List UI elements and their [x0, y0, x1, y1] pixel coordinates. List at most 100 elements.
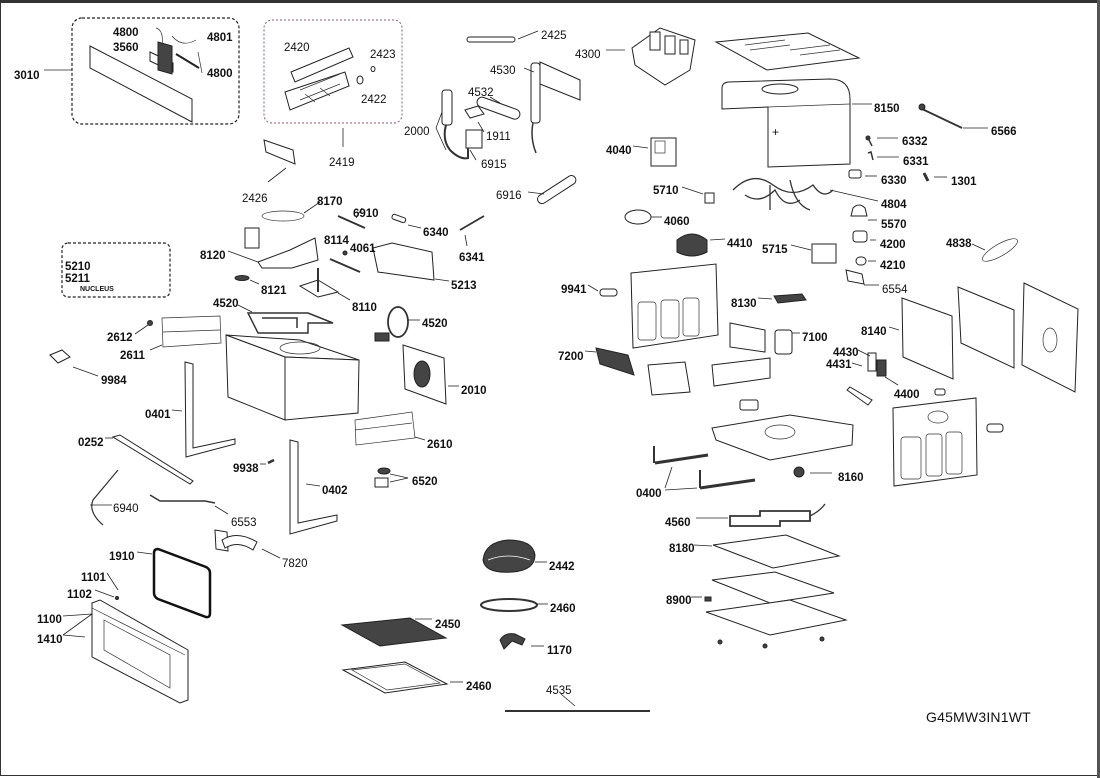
part-label-6910: 6910 — [353, 208, 379, 220]
part-label-6340: 6340 — [423, 227, 449, 239]
part-label-8150: 8150 — [874, 103, 900, 115]
part-label-4061: 4061 — [350, 243, 376, 255]
part-label-0401: 0401 — [145, 409, 171, 421]
part-label-7100: 7100 — [802, 332, 828, 344]
heater-4560-part — [729, 503, 826, 527]
part-label-4838: 4838 — [946, 238, 972, 250]
part-label-2420: 2420 — [284, 42, 310, 54]
part-label-4410: 4410 — [727, 238, 753, 250]
part-8900 — [704, 596, 712, 602]
rack-support-2610-part — [354, 411, 416, 446]
rod-2425-part — [466, 36, 516, 43]
part-8120 — [257, 237, 319, 269]
bracket-lower-part — [711, 357, 771, 387]
ring-2460-part — [480, 598, 538, 612]
magnetron-4040-part — [650, 137, 677, 167]
part-label-6554: 6554 — [882, 284, 908, 296]
control-panel-group-box — [71, 17, 240, 125]
valve-4300-part — [631, 27, 696, 86]
small-vent-part — [374, 332, 390, 342]
door-gasket-1910-part — [152, 547, 212, 619]
rear-panel-center-part — [630, 263, 719, 349]
part-4060 — [624, 209, 652, 225]
part-label-4800: 4800 — [207, 68, 233, 80]
part-label-2422: 2422 — [361, 94, 387, 106]
part-7200 — [595, 347, 635, 376]
top-plate-part — [714, 32, 861, 71]
part-label-7200: 7200 — [558, 351, 584, 363]
part-8130 — [773, 293, 807, 304]
part-label-4200: 4200 — [880, 239, 906, 251]
part-9941 — [599, 288, 618, 297]
part-label-0400: 0400 — [636, 488, 662, 500]
part-label-8170: 8170 — [317, 196, 343, 208]
part-label-4431: 4431 — [826, 359, 852, 371]
base-plate-part — [705, 599, 848, 636]
part-label-2423: 2423 — [370, 49, 396, 61]
part-label-4530: 4530 — [490, 65, 516, 77]
part-5710 — [704, 192, 715, 204]
part-label-5210: 5210 — [65, 261, 91, 273]
drawer-group-box — [263, 19, 403, 124]
tray-2460-part — [341, 661, 449, 694]
trim-0252-part — [111, 434, 194, 485]
drawer-part — [284, 47, 376, 111]
part-label-8140: 8140 — [861, 326, 887, 338]
nucleus-group-box — [61, 242, 171, 298]
part-label-6566: 6566 — [991, 126, 1017, 138]
bracket-2426-part — [263, 139, 296, 165]
part-label-2612: 2612 — [107, 332, 133, 344]
part-label-1170: 1170 — [547, 645, 572, 657]
part-4520-ring — [387, 306, 409, 338]
part-label-5570: 5570 — [881, 219, 907, 231]
rail-0400-part — [653, 446, 756, 490]
part-label-8121: 8121 — [261, 285, 287, 297]
handle-1170-part — [499, 633, 526, 650]
part-label-4300: 4300 — [575, 49, 601, 61]
part-6340 — [391, 213, 407, 224]
bottom-plate-part — [711, 414, 854, 461]
part-label-6341: 6341 — [459, 252, 485, 264]
part-label-3010: 3010 — [14, 70, 40, 82]
part-label-8120: 8120 — [200, 250, 226, 262]
part-label-4532: 4532 — [468, 87, 494, 99]
part-label-2442: 2442 — [549, 561, 575, 573]
wire-harness-4804-part — [732, 178, 834, 211]
bracket-front-part — [647, 361, 691, 396]
part-label-7820: 7820 — [282, 558, 308, 570]
plate-part — [711, 571, 835, 604]
part-label-4560: 4560 — [665, 517, 691, 529]
frame-right-edge — [1097, 0, 1100, 778]
fan-4410-part — [676, 233, 708, 257]
part-label-9984: 9984 — [101, 375, 127, 387]
part-label-6520: 6520 — [412, 476, 438, 488]
frame-0402-part — [289, 439, 338, 535]
part-label-2460: 2460 — [550, 603, 576, 615]
part-label-1102: 1102 — [67, 589, 92, 601]
rack-2450-part — [340, 617, 448, 647]
part-label-2426: 2426 — [242, 193, 268, 205]
part-label-3560: 3560 — [113, 42, 139, 54]
part-label-8114: 8114 — [324, 235, 350, 247]
part-label-1301: 1301 — [951, 176, 977, 188]
part-label-5213: 5213 — [451, 280, 477, 292]
part-label-6331: 6331 — [903, 156, 929, 168]
part-label-0252: 0252 — [78, 437, 104, 449]
part-9984 — [49, 349, 71, 364]
fryer-2442-part — [482, 539, 536, 573]
part-label-5710: 5710 — [653, 185, 679, 197]
part-label-4520: 4520 — [422, 318, 448, 330]
part-labels: 3010480035604801480024202423242224192426… — [14, 27, 1017, 697]
part-label-1910: 1910 — [109, 551, 135, 563]
hood-8150-part: + — [721, 78, 851, 168]
part-label-4040: 4040 — [606, 145, 632, 157]
control-panel-part — [89, 27, 203, 123]
part-6341 — [459, 215, 485, 231]
part-label-1911: 1911 — [486, 131, 511, 143]
part-label-4210: 4210 — [880, 260, 906, 272]
part-label-4400: 4400 — [894, 389, 920, 401]
right-small-parts — [845, 103, 1018, 285]
part-label-9938: 9938 — [233, 463, 259, 475]
nucleus-caption: NUCLEUS — [80, 286, 114, 293]
